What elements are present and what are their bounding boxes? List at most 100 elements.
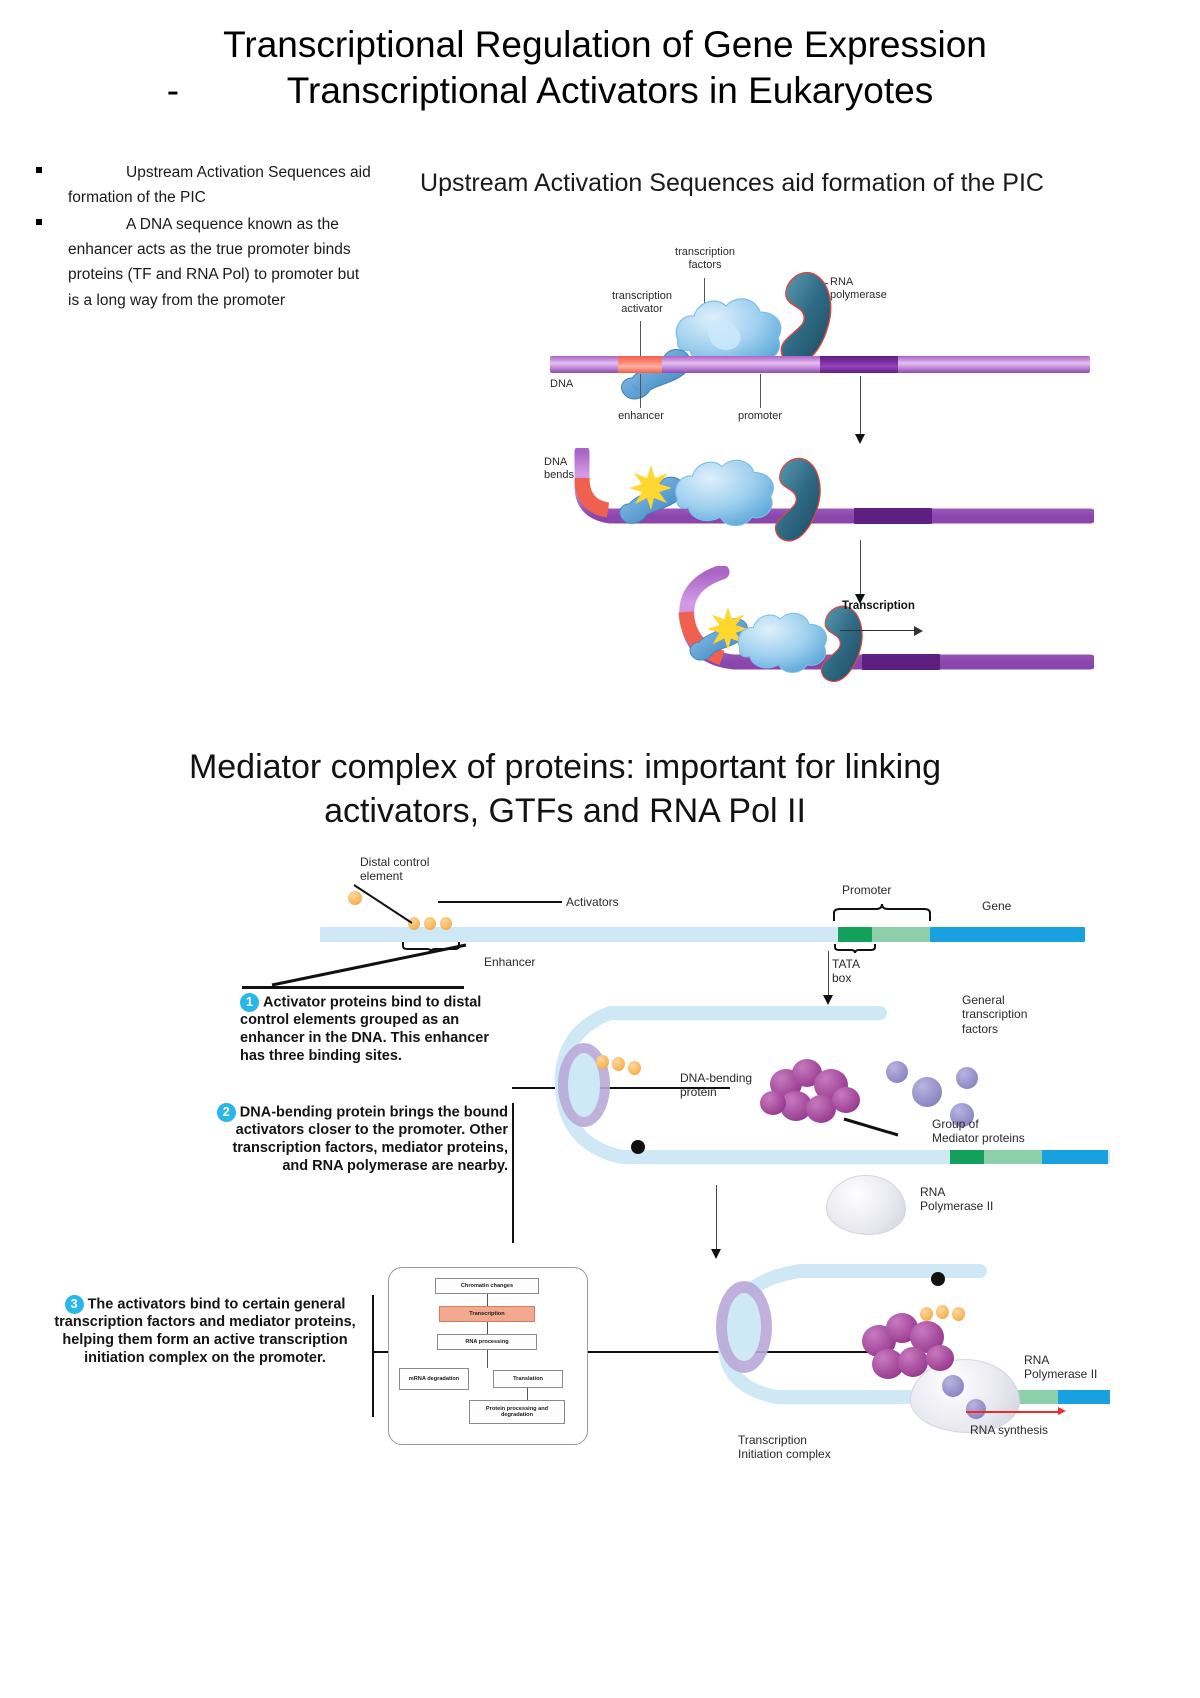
promoter-bracket — [833, 903, 931, 921]
mediator-protein — [760, 1091, 786, 1115]
bullet-text-1: Upstream Activation Sequences aid format… — [68, 164, 371, 207]
transcription-arrow — [840, 630, 916, 631]
step-1-text: Activator proteins bind to distal contro… — [240, 994, 489, 1065]
page-title-dash: - — [166, 70, 180, 112]
figure2-title-line2: activators, GTFs and RNA Pol II — [324, 792, 806, 831]
activator-free-1 — [348, 891, 362, 905]
label-general-transcription-factors: General transcription factors — [962, 993, 1028, 1036]
step-1-leader — [271, 943, 467, 987]
transcription-activator-blob-icon — [621, 349, 691, 400]
rna-polymerase-icon — [820, 605, 863, 682]
label-distal-control-element: Distal control element — [360, 855, 430, 884]
general-transcription-factor — [966, 1399, 986, 1419]
dna-strand-straight — [550, 356, 1090, 373]
transcription-factor-blob-icon — [675, 459, 774, 527]
label-transcription-activator: transcription activator — [612, 290, 672, 316]
page-title-line2: Transcriptional Activators in Eukaryotes — [286, 70, 934, 112]
label-enhancer: enhancer — [618, 410, 664, 422]
flow-arrow-stage3 — [716, 1185, 717, 1251]
label-transcription-initiation-complex: Transcription Initiation complex — [738, 1433, 831, 1462]
flow-arrow-stage2 — [828, 951, 829, 997]
flow-item-chromatin-changes: Chromatin changes — [435, 1278, 539, 1294]
general-transcription-factor — [886, 1061, 908, 1083]
dna-strand-bent-1 — [574, 448, 1094, 524]
transcription-factor-blob-icon — [737, 612, 828, 673]
activator-stage3-3 — [952, 1307, 965, 1321]
flow-item-mrna-degradation: mRNA degradation — [399, 1368, 469, 1390]
activator-stage2-1 — [596, 1055, 609, 1069]
leader-line — [843, 1117, 899, 1137]
flow-connector — [527, 1388, 528, 1400]
bullet-square-icon — [36, 219, 42, 226]
figure2-title: Mediator complex of proteins: important … — [60, 745, 1070, 833]
flow-arrow-stage3-head — [711, 1249, 721, 1259]
activator-stage3-2 — [936, 1305, 949, 1319]
transcription-factor-blob-icon — [675, 298, 782, 370]
step-3-badge: 3 — [64, 1295, 84, 1314]
activator-stage2-3 — [628, 1061, 641, 1075]
flow-connector — [487, 1322, 488, 1334]
step-2-leader — [512, 1087, 730, 1089]
leader-line — [353, 884, 413, 924]
transcription-arrow-head — [914, 626, 923, 636]
label-gene: Gene — [982, 899, 1012, 913]
dna-enhancer-segment — [618, 356, 662, 373]
general-transcription-factor — [942, 1375, 964, 1397]
list-item: A DNA sequence known as the enhancer act… — [22, 212, 372, 312]
flow-arrow-stage2-head — [823, 995, 833, 1005]
label-rna-polymerase: RNA polymerase — [830, 276, 887, 302]
flow-connector — [487, 1294, 488, 1306]
rna-polymerase-icon — [775, 457, 821, 542]
figure-pic-formation: Upstream Activation Sequences aid format… — [382, 168, 1094, 682]
activator-bound-1 — [408, 917, 420, 930]
gene-expression-flow-inset: Chromatin changes Transcription RNA proc… — [388, 1267, 588, 1445]
rna-polymerase-ii-icon-stage3 — [910, 1359, 1020, 1433]
leader-line — [704, 278, 705, 308]
bullet-list: Upstream Activation Sequences aid format… — [22, 160, 372, 315]
bullet-text-2: A DNA sequence known as the enhancer act… — [68, 216, 360, 309]
step-3-leader — [372, 1351, 892, 1353]
figure-mediator-complex: Distal control element Activators Enhanc… — [54, 855, 1110, 1475]
tata-box-bracket — [834, 944, 876, 954]
flow-arrow-1-head — [855, 434, 865, 444]
rna-synthesis-arrow-head — [1058, 1407, 1066, 1415]
leader-line — [640, 374, 641, 408]
mediator-protein — [806, 1095, 836, 1123]
tata-box-segment — [838, 927, 872, 942]
label-tata-box: TATA box — [832, 957, 860, 986]
step-2-badge: 2 — [216, 1103, 236, 1122]
general-transcription-factor — [950, 1103, 974, 1127]
step-3-vertical-rule — [372, 1295, 374, 1417]
interaction-spark-icon — [629, 465, 672, 510]
rna-polymerase-icon — [780, 271, 832, 365]
dna-strand-looped — [678, 566, 1094, 670]
leader-line — [760, 374, 761, 408]
mediator-protein — [832, 1087, 860, 1113]
page-title-line1: Transcriptional Regulation of Gene Expre… — [223, 24, 987, 65]
flow-item-protein-processing-degradation: Protein processing and degradation — [469, 1400, 565, 1424]
step-1-badge: 1 — [240, 993, 259, 1012]
flow-item-translation: Translation — [493, 1370, 563, 1388]
dna-loop-stage3 — [716, 1264, 1110, 1404]
label-enhancer: Enhancer — [484, 955, 536, 969]
label-promoter: Promoter — [842, 883, 892, 897]
label-rna-polymerase-ii-stage2: RNA Polymerase II — [920, 1185, 994, 1214]
list-item: Upstream Activation Sequences aid format… — [22, 160, 372, 210]
activator-bound-2 — [424, 917, 436, 930]
leader-line — [438, 901, 562, 903]
flow-arrow-1 — [860, 376, 861, 436]
step-2-text: DNA-bending protein brings the bound act… — [232, 1104, 508, 1175]
step-1-rule — [242, 986, 464, 989]
general-transcription-factor — [956, 1067, 978, 1089]
page-title: Transcriptional Regulation of Gene Expre… — [90, 22, 1120, 115]
flow-item-transcription: Transcription — [439, 1306, 535, 1322]
bullet-square-icon — [36, 167, 42, 173]
gene-segment — [930, 927, 1085, 942]
flow-arrow-2 — [860, 540, 861, 596]
step-2-vertical-rule — [512, 1103, 514, 1243]
activator-stage3-1 — [920, 1307, 933, 1321]
label-group-of-mediator-proteins: Group of Mediator proteins — [932, 1117, 1025, 1146]
